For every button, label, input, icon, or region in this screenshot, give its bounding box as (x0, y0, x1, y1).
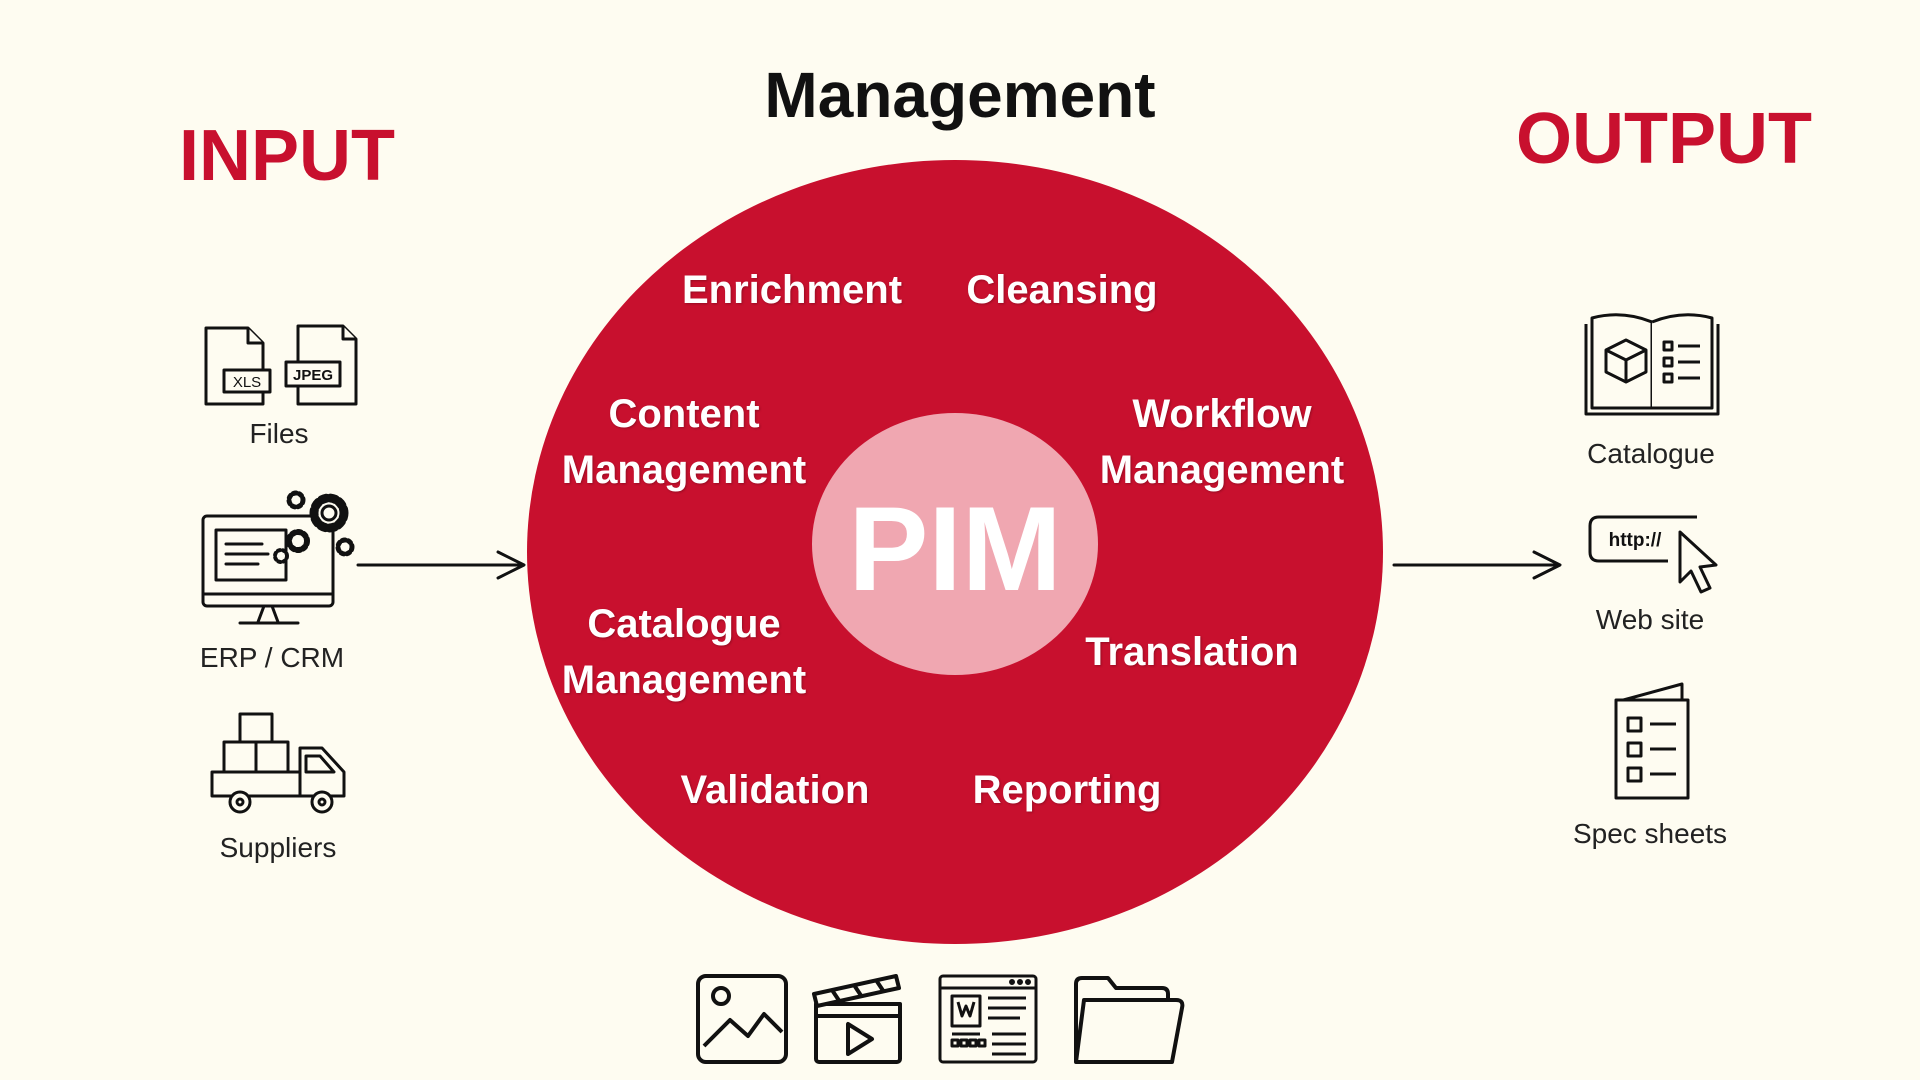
jpeg-badge: JPEG (293, 367, 333, 384)
erp-computer-gears-icon (201, 490, 355, 625)
url-cursor-icon: http:// (1588, 515, 1718, 594)
image-icon (696, 974, 788, 1064)
process-content-management: Content Management (561, 392, 807, 492)
process-catalogue-management: Catalogue Management (561, 602, 807, 702)
xls-badge: XLS (233, 374, 261, 391)
input-files-label: Files (249, 418, 309, 449)
output-website-label: Web site (1595, 604, 1705, 635)
url-text: http:// (1609, 530, 1662, 551)
management-title: Management (764, 59, 1156, 131)
delivery-truck-icon (210, 712, 346, 814)
pim-core-circle (812, 413, 1098, 675)
input-title: INPUT (179, 116, 395, 196)
video-clapper-icon (812, 974, 902, 1064)
process-reporting: Reporting (972, 768, 1162, 812)
input-suppliers-label: Suppliers (219, 832, 337, 863)
files-icon: XLS JPEG (204, 324, 358, 406)
output-title: OUTPUT (1516, 99, 1812, 179)
process-workflow-management: Workflow Management (1099, 392, 1345, 492)
process-cleansing: Cleansing (966, 268, 1158, 312)
output-arrow (1392, 550, 1562, 580)
output-spec-sheets-label: Spec sheets (1572, 818, 1728, 849)
pim-core-label: PIM (848, 482, 1061, 616)
web-page-icon (938, 974, 1038, 1064)
process-enrichment: Enrichment (681, 268, 903, 312)
process-validation: Validation (680, 768, 870, 812)
output-catalogue-label: Catalogue (1587, 438, 1715, 469)
input-erp-crm-label: ERP / CRM (199, 642, 345, 673)
input-arrow (356, 550, 526, 580)
folder-icon (1074, 976, 1185, 1064)
process-translation: Translation (1085, 630, 1299, 674)
spec-sheet-icon (1614, 682, 1690, 800)
open-catalogue-icon (1584, 313, 1720, 416)
